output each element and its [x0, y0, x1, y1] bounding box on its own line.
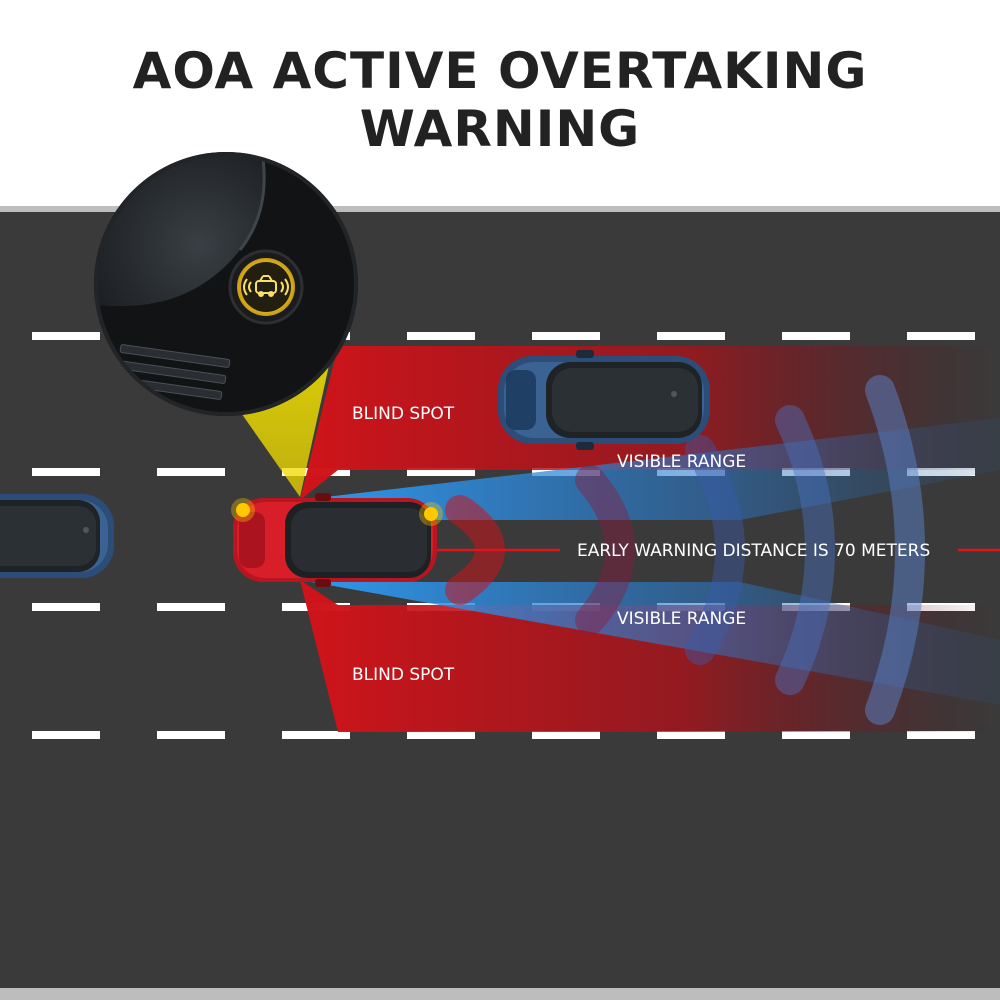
lane-dash: [157, 603, 225, 611]
lane-dash: [782, 332, 850, 340]
lane-dash: [657, 731, 725, 739]
lane-dash: [282, 731, 350, 739]
lane-dash: [32, 603, 100, 611]
lane-dash: [407, 731, 475, 739]
lane-dash: [32, 332, 100, 340]
indicator-light-rear-left: [424, 507, 438, 521]
radar-wave-arc: [865, 375, 925, 725]
sensor-button: [228, 249, 304, 325]
lane-dash: [157, 731, 225, 739]
page-title: AOA ACTIVE OVERTAKING WARNING: [132, 42, 868, 158]
lane-dash: [32, 731, 100, 739]
car-radar-icon: [243, 275, 289, 297]
radar-wave-arc: [775, 405, 835, 695]
radar-wave-arc: [575, 465, 635, 635]
lane-dash: [157, 468, 225, 476]
following-car-left: [0, 494, 114, 578]
visible-range-cone-top: [300, 418, 1000, 520]
lane-dash: [657, 332, 725, 340]
road-bottom-edge: [0, 988, 1000, 1000]
blind-spot-label-bottom: BLIND SPOT: [352, 665, 455, 685]
road-top-edge: [0, 206, 1000, 212]
radar-wave-arc: [685, 435, 745, 665]
lane-dash: [907, 332, 975, 340]
ego-car: [231, 493, 443, 587]
overtaking-car-top: [498, 350, 710, 450]
indicator-light-front-left: [236, 503, 250, 517]
lane-dash: [532, 332, 600, 340]
lane-dash: [907, 731, 975, 739]
lane-dash: [782, 731, 850, 739]
visible-range-label-bottom: VISIBLE RANGE: [617, 609, 746, 629]
visible-range-label-top: VISIBLE RANGE: [617, 452, 746, 472]
sensor-magnifier: [94, 152, 358, 416]
early-warning-label: EARLY WARNING DISTANCE IS 70 METERS: [577, 541, 930, 561]
lane-dash: [532, 731, 600, 739]
lane-dash: [407, 468, 475, 476]
blind-spot-label-top: BLIND SPOT: [352, 404, 455, 424]
lane-dash: [32, 468, 100, 476]
lane-dash: [407, 332, 475, 340]
visible-range-cone-bottom: [300, 580, 1000, 705]
